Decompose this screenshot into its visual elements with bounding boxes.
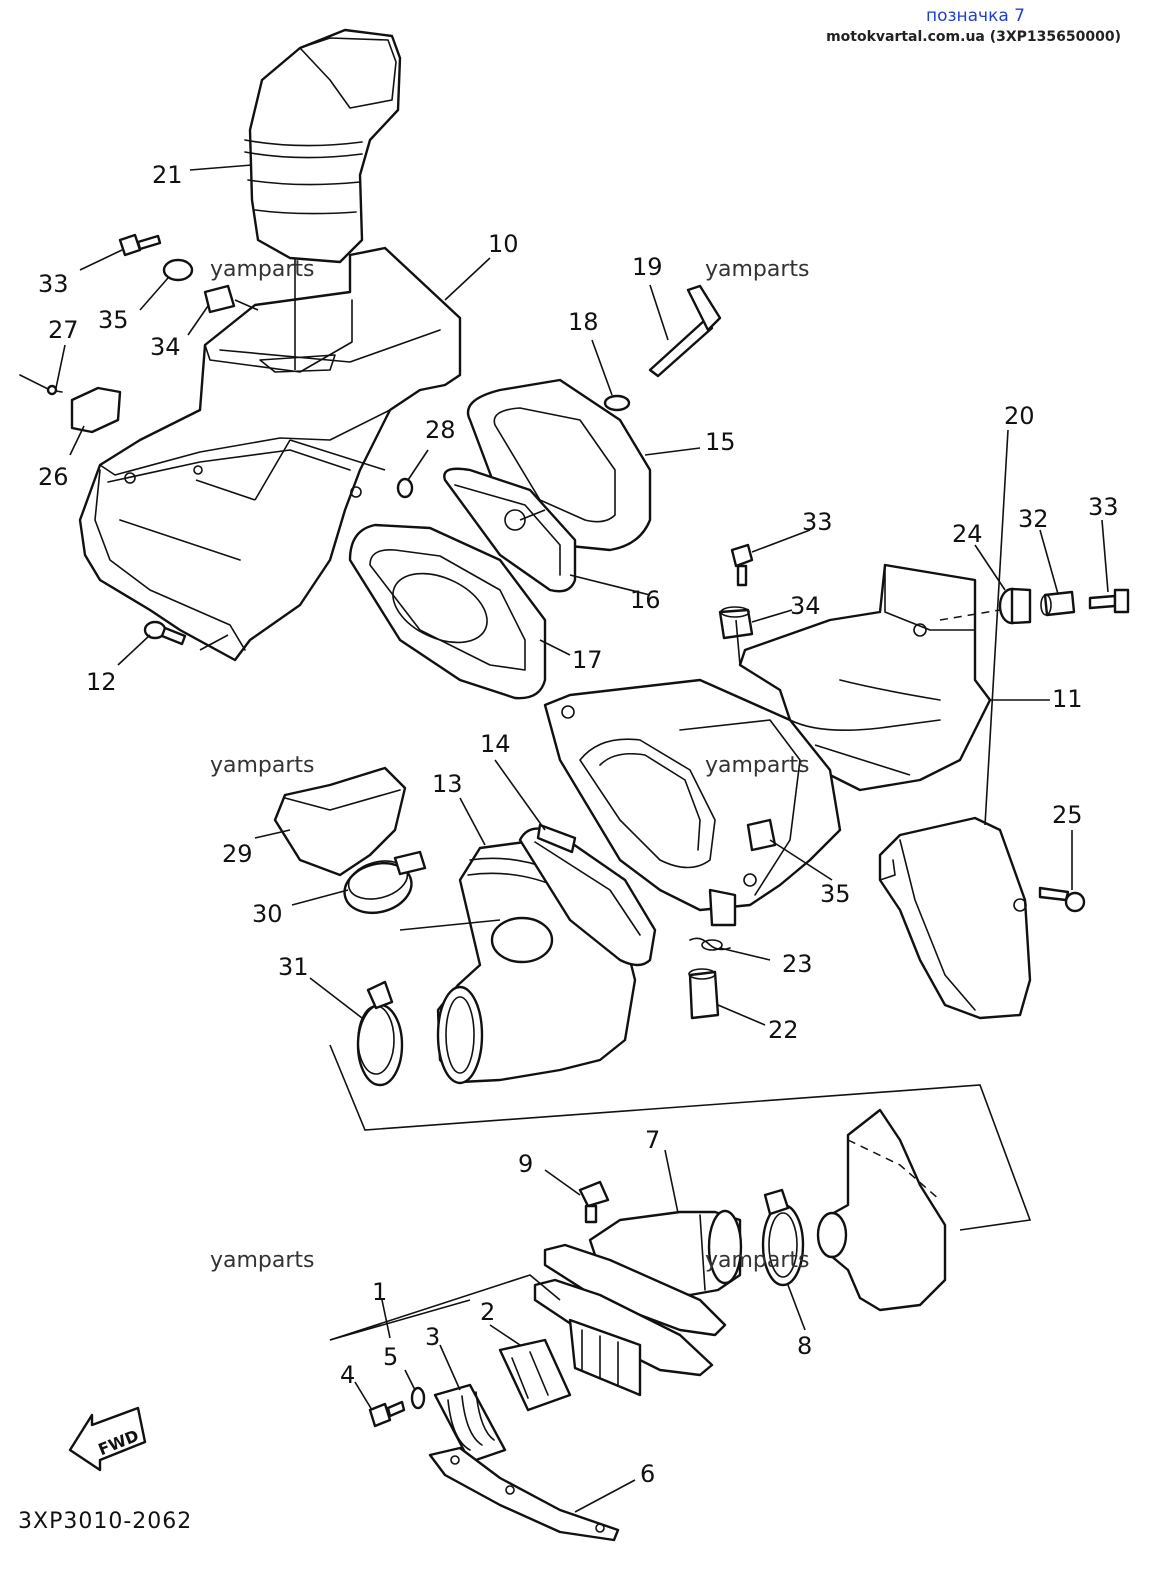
part-5-washer xyxy=(410,1386,426,1410)
callout-labels: 21 33 35 34 27 26 12 28 10 18 19 15 16 1… xyxy=(38,161,1119,1488)
part-22-drain xyxy=(688,968,720,1020)
part-17-filter-element xyxy=(348,523,547,700)
callout-33-right: 33 xyxy=(1088,493,1119,521)
callout-33-left: 33 xyxy=(38,270,69,298)
callout-21: 21 xyxy=(152,161,183,189)
part-33-bolt-left xyxy=(118,233,162,257)
part-18-washer xyxy=(603,394,631,412)
part-8-clamp xyxy=(761,1188,805,1287)
part-14-rubber-ring xyxy=(518,823,657,967)
callout-35-left: 35 xyxy=(98,306,129,334)
part-16-filter-guide xyxy=(443,467,577,593)
part-9-bolt xyxy=(578,1180,610,1224)
callout-5: 5 xyxy=(383,1343,398,1371)
callout-29: 29 xyxy=(222,840,253,868)
callout-31: 31 xyxy=(278,953,309,981)
callout-24: 24 xyxy=(952,520,983,548)
part-33-bolt-center xyxy=(730,543,754,587)
part-3-reed-stopper xyxy=(433,1383,507,1464)
callout-15: 15 xyxy=(705,428,736,456)
part-28-grommet xyxy=(396,477,414,499)
callout-7: 7 xyxy=(645,1126,660,1154)
callout-14: 14 xyxy=(480,730,511,758)
callout-23: 23 xyxy=(782,950,813,978)
callout-22: 22 xyxy=(768,1016,799,1044)
header-source: motokvartal.com.ua (3XP135650000) xyxy=(826,29,1121,45)
callout-8: 8 xyxy=(797,1332,812,1360)
part-32-collar xyxy=(1040,590,1076,617)
callout-2: 2 xyxy=(480,1298,495,1326)
part-reed-flange xyxy=(543,1243,727,1337)
watermark-4: yamparts xyxy=(705,753,810,778)
watermark-3: yamparts xyxy=(210,753,315,778)
part-20-side-cover xyxy=(878,816,1032,1020)
part-33-bolt-right xyxy=(1088,588,1130,614)
part-2-reed-plate xyxy=(498,1338,572,1412)
part-housing-rear xyxy=(543,678,842,927)
callout-4: 4 xyxy=(340,1361,355,1389)
watermark-6: yamparts xyxy=(705,1248,810,1273)
callout-1: 1 xyxy=(372,1278,387,1306)
callout-9: 9 xyxy=(518,1150,533,1178)
part-19-wing-bolt xyxy=(648,284,722,378)
watermark-1: yamparts xyxy=(210,257,315,282)
part-6-gasket xyxy=(428,1446,620,1542)
part-10-air-box xyxy=(78,246,462,662)
part-31-clamp xyxy=(356,980,404,1087)
part-26-bracket xyxy=(70,386,122,434)
part-25-bolt xyxy=(1038,886,1086,913)
callout-17: 17 xyxy=(572,646,603,674)
part-24-damper xyxy=(998,587,1032,625)
callout-28: 28 xyxy=(425,416,456,444)
diagram-code: 3XP3010-2062 xyxy=(18,1509,192,1534)
part-29-boot xyxy=(273,766,407,877)
callout-19: 19 xyxy=(632,253,663,281)
part-12-bolt xyxy=(143,620,187,646)
fwd-arrow-icon: FWD xyxy=(68,1406,147,1472)
header-tag: позначка 7 xyxy=(925,6,1025,26)
watermarks: yamparts yamparts yamparts yamparts yamp… xyxy=(210,257,810,1273)
callout-16: 16 xyxy=(630,586,661,614)
part-30-clamp xyxy=(343,850,427,914)
callout-34-left: 34 xyxy=(150,333,181,361)
callout-18: 18 xyxy=(568,308,599,336)
callout-26: 26 xyxy=(38,463,69,491)
part-27-rivet xyxy=(19,374,63,396)
callout-6: 6 xyxy=(640,1460,655,1488)
callout-32: 32 xyxy=(1018,505,1049,533)
part-carburetor xyxy=(816,1108,947,1312)
watermark-2: yamparts xyxy=(705,257,810,282)
watermark-5: yamparts xyxy=(210,1248,315,1273)
part-35-nut-left xyxy=(162,258,194,282)
part-reed-body xyxy=(533,1278,714,1397)
part-35-nut-center xyxy=(746,818,777,852)
callout-3: 3 xyxy=(425,1323,440,1351)
callout-33-center: 33 xyxy=(802,508,833,536)
leader-lines xyxy=(55,164,1109,1513)
callout-27: 27 xyxy=(48,316,79,344)
callout-11: 11 xyxy=(1052,685,1083,713)
part-34-grommet-left xyxy=(203,284,236,314)
callout-13: 13 xyxy=(432,770,463,798)
assembly-guide-lines xyxy=(195,258,1032,1341)
callout-30: 30 xyxy=(252,900,283,928)
callout-12: 12 xyxy=(86,668,117,696)
callout-10: 10 xyxy=(488,230,519,258)
callout-35-center: 35 xyxy=(820,880,851,908)
part-21-intake-duct xyxy=(244,28,402,264)
callout-34-center: 34 xyxy=(790,592,821,620)
callout-25: 25 xyxy=(1052,801,1083,829)
callout-20: 20 xyxy=(1004,402,1035,430)
part-4-screw xyxy=(368,1400,406,1428)
